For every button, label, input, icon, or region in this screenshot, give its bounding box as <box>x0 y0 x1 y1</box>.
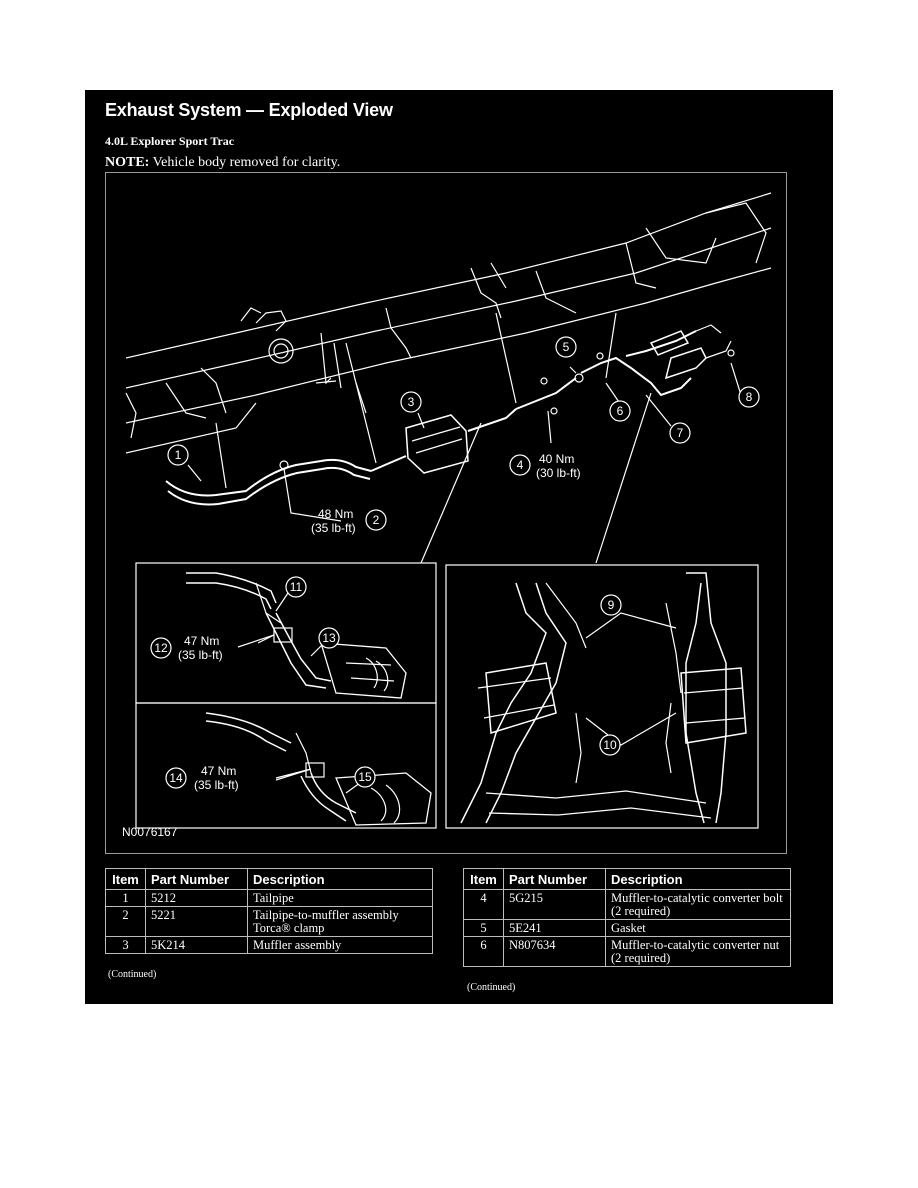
page-panel: Exhaust System — Exploded View 4.0L Expl… <box>85 90 833 1004</box>
table-row: 1 5212 Tailpipe <box>105 889 433 907</box>
part-number-cell: 5K214 <box>145 936 248 954</box>
callout-7 <box>669 422 691 444</box>
callout-2 <box>365 509 387 531</box>
torque-12-lbft: (35 lb-ft) <box>178 648 223 662</box>
item-cell: 5 <box>463 919 504 937</box>
col-part-number: Part Number <box>145 868 248 890</box>
exhaust-diagram: 1 2 3 4 5 6 7 8 9 10 11 12 13 14 15 48 N… <box>122 192 772 839</box>
callout-9 <box>600 594 622 616</box>
continued-note-right: (Continued) <box>467 982 516 993</box>
torque-2-lbft: (35 lb-ft) <box>311 521 356 535</box>
callout-15 <box>354 766 376 788</box>
callout-11-label: 11 <box>290 580 303 594</box>
figure-id: N0076167 <box>122 825 178 839</box>
part-number-cell: 5212 <box>145 889 248 907</box>
callout-12 <box>150 637 172 659</box>
torque-2-nm: 48 Nm <box>318 507 353 521</box>
torque-4-lbft: (30 lb-ft) <box>536 466 581 480</box>
callout-10 <box>599 734 621 756</box>
note-label: NOTE: <box>105 155 150 170</box>
callout-4 <box>509 454 531 476</box>
item-cell: 3 <box>105 936 146 954</box>
table-header-row: Item Part Number Description <box>463 868 791 890</box>
callout-7-label: 7 <box>677 426 684 440</box>
table-header-row: Item Part Number Description <box>105 868 433 890</box>
callout-15-label: 15 <box>358 770 372 784</box>
description-cell: Tailpipe <box>247 889 433 907</box>
description-cell: Muffler-to-catalytic converter bolt (2 r… <box>605 889 791 920</box>
callout-12-label: 12 <box>154 641 168 655</box>
part-number-cell: 5E241 <box>503 919 606 937</box>
callout-4-label: 4 <box>517 458 524 472</box>
callout-13-label: 13 <box>322 631 336 645</box>
callout-5 <box>555 336 577 358</box>
col-description: Description <box>605 868 791 890</box>
callout-2-label: 2 <box>373 513 380 527</box>
callout-11 <box>285 576 307 598</box>
callout-14 <box>165 767 187 789</box>
callout-3-label: 3 <box>408 395 415 409</box>
callout-10-label: 10 <box>603 738 617 752</box>
description-cell: Gasket <box>605 919 791 937</box>
callout-8-label: 8 <box>746 390 753 404</box>
item-cell: 6 <box>463 936 504 967</box>
description-cell: Muffler-to-catalytic converter nut (2 re… <box>605 936 791 967</box>
description-cell: Tailpipe-to-muffler assembly Torca® clam… <box>247 906 433 937</box>
torque-14-nm: 47 Nm <box>201 764 236 778</box>
table-row: 6 N807634 Muffler-to-catalytic converter… <box>463 936 791 967</box>
callout-6-label: 6 <box>617 404 624 418</box>
table-row: 3 5K214 Muffler assembly <box>105 936 433 954</box>
part-number-cell: 5G215 <box>503 889 606 920</box>
note: NOTE: Vehicle body removed for clarity. <box>105 155 340 171</box>
col-item: Item <box>105 868 146 890</box>
callout-13 <box>318 627 340 649</box>
col-item: Item <box>463 868 504 890</box>
col-part-number: Part Number <box>503 868 606 890</box>
torque-12-nm: 47 Nm <box>184 634 219 648</box>
exploded-view-illustration: 1 2 3 4 5 6 7 8 9 10 11 12 13 14 15 48 N… <box>105 172 787 854</box>
description-cell: Muffler assembly <box>247 936 433 954</box>
item-cell: 2 <box>105 906 146 937</box>
item-cell: 4 <box>463 889 504 920</box>
callout-6 <box>609 400 631 422</box>
parts-table-right: Item Part Number Description 4 5G215 Muf… <box>463 868 791 967</box>
item-cell: 1 <box>105 889 146 907</box>
page-subtitle: 4.0L Explorer Sport Trac <box>105 134 235 148</box>
table-row: 5 5E241 Gasket <box>463 919 791 937</box>
parts-table-left: Item Part Number Description 1 5212 Tail… <box>105 868 433 954</box>
table-row: 2 5221 Tailpipe-to-muffler assembly Torc… <box>105 906 433 937</box>
part-number-cell: 5221 <box>145 906 248 937</box>
callout-14-label: 14 <box>169 771 183 785</box>
note-text: Vehicle body removed for clarity. <box>149 155 341 170</box>
callout-5-label: 5 <box>563 340 570 354</box>
continued-note-left: (Continued) <box>108 969 157 980</box>
part-number-cell: N807634 <box>503 936 606 967</box>
callout-1-label: 1 <box>175 448 182 462</box>
callout-9-label: 9 <box>608 598 615 612</box>
page-title: Exhaust System — Exploded View <box>105 100 393 120</box>
callout-8 <box>738 386 760 408</box>
col-description: Description <box>247 868 433 890</box>
callout-1 <box>167 444 189 466</box>
torque-14-lbft: (35 lb-ft) <box>194 778 239 792</box>
table-row: 4 5G215 Muffler-to-catalytic converter b… <box>463 889 791 920</box>
callout-3 <box>400 391 422 413</box>
torque-4-nm: 40 Nm <box>539 452 574 466</box>
